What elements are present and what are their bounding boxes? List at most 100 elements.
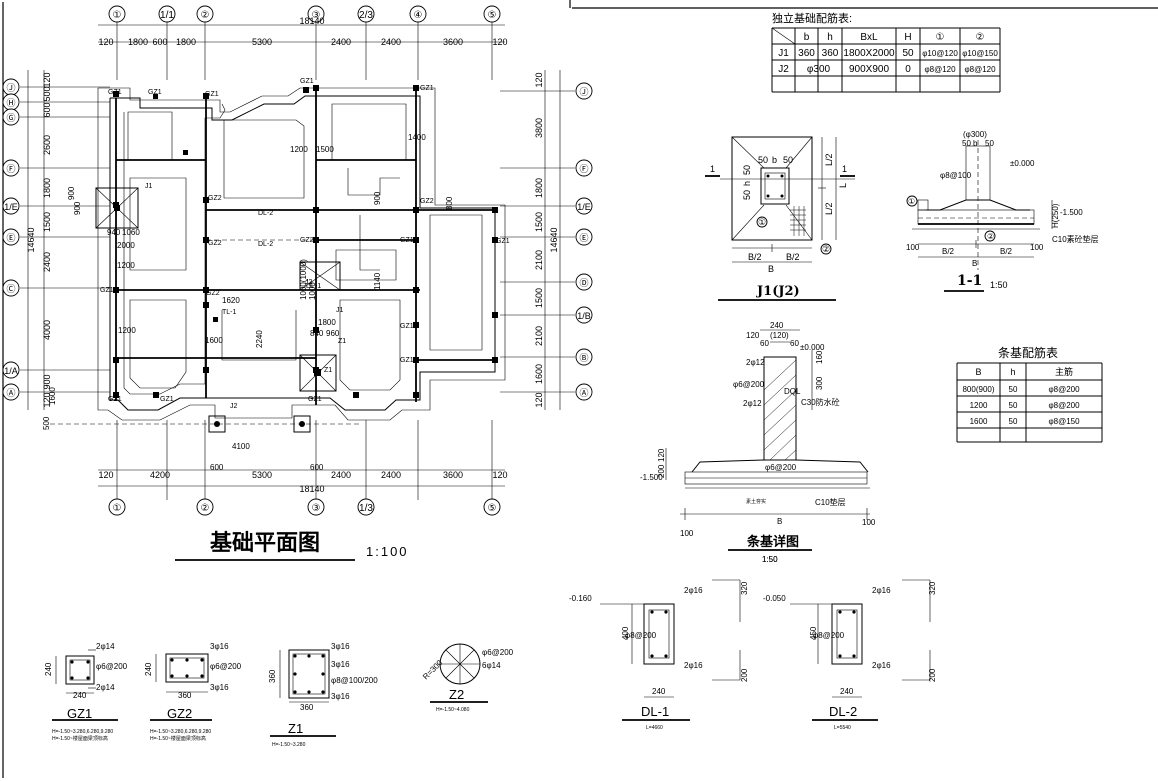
dim-left: 2600 [42,135,52,155]
dim-right: 2100 [534,250,544,270]
dim-bottom: 2400 [331,470,351,480]
sec11-scale: 1:50 [990,280,1008,290]
strip-label: 100 [862,518,876,527]
axis-bubble-left [2,108,20,126]
dim-top: 1800 [128,37,148,47]
dl-elevation: -0.160 [569,594,592,603]
sec11-label: 100 [1030,243,1044,252]
plan-label: GZ1 [205,91,219,98]
plan-label: J2 [305,279,313,286]
plan-label: GZ2 [300,237,314,244]
axis-label-right: Ⓓ [579,278,588,288]
strip-table-header: 主筋 [1055,366,1073,377]
dl-name: DL-1 [641,704,669,719]
plan-label: GZ1 [108,396,122,403]
axis-bubble-bottom [357,498,375,516]
dim-inner: 940 [107,228,121,237]
sec11-label: (φ300) [963,130,987,139]
dim-right-total: 14640 [549,227,559,252]
dim-inner: 2240 [255,330,264,348]
plan-label: GZ2 [208,240,222,247]
dl-width: 240 [840,687,854,696]
dim-inner: 840 [310,329,324,338]
dim-inner: 900 [67,186,76,200]
axis-label-right: 1/B [577,311,591,321]
axis-bubble-top [357,5,375,23]
column-sections: 2φ14φ6@2002φ14240240GZ1H=-1.50~3.280,6.2… [44,642,514,748]
dim-top: 120 [98,37,113,47]
strip-label: C30防水砼 [801,397,840,407]
axis-bubble-top [158,5,176,23]
axis-label-bottom: ⑤ [488,503,497,514]
j1-label: 50 [742,190,752,200]
sec11-label: B/2 [942,247,955,256]
dim-bottom-total: 18140 [299,484,324,494]
strip-table-cell: φ8@200 [1048,401,1080,410]
z1-width: 360 [300,703,314,712]
strip-label: DQL [784,387,801,396]
dim-inner: 900 [73,201,82,215]
dim-inner: 500 [42,416,51,430]
axis-bubble-left [2,383,20,401]
dim-left: 500 [42,86,52,101]
j1-label: L/2 [824,202,834,215]
strip-label: 160 [815,350,824,364]
dl-dim2: 200 [928,668,937,682]
plan-label: GZ1 [300,78,314,85]
dim-left: 4000 [42,320,52,340]
plan-walls [115,88,495,405]
strip-label: (120) [770,331,789,340]
dim-inner: 1200 [290,145,308,154]
strip-label: ±0.000 [800,343,825,352]
axis-bubble-top [108,5,126,23]
plan-label: GZ2 [208,195,222,202]
dim-bottom: 120 [98,470,113,480]
axis-label-left: 1/E [4,202,18,212]
z2-note1: H=-1.50~4.080 [436,707,470,713]
dl-dim1: 320 [928,581,937,595]
plan-label: DL-2 [258,241,273,248]
axis-label-right: Ⓔ [579,233,588,243]
j1-label: 1 [710,164,715,174]
dim-inner: 600 [310,463,324,472]
axis-bubble-left [2,279,20,297]
strip-table-cell: 50 [1009,385,1018,394]
strip-label: 2φ12 [746,358,765,367]
found-table-cell: 50 [902,48,914,59]
j1-label: 50 [758,155,768,165]
axis-label-left: 1/A [4,366,18,376]
dl-top-rebar: 2φ16 [872,586,891,595]
gz1-top-rebar: 2φ14 [96,642,115,651]
j1-label: B/2 [748,252,762,262]
dim-inner: 1000 [308,282,317,300]
gz2-name: GZ2 [167,706,192,721]
axis-bubble-right [575,383,593,401]
axis-bubble-left [2,197,20,215]
found-table-cell: φ10@150 [962,49,998,58]
dim-inner: 1000(1000) [299,259,308,300]
dim-top: 1800 [176,37,196,47]
strip-label: 60 [790,339,799,348]
plan-label: GZ1 [148,89,162,96]
dim-right: 1800 [534,178,544,198]
j1-label: 50 [742,165,752,175]
j1-label: 1 [842,164,847,174]
found-table-header: ① [936,32,945,43]
plan-independent-footings [50,187,360,433]
found-table-cell: 360 [822,48,839,59]
dl-bot-rebar: 2φ16 [872,661,891,670]
strip-label: φ6@200 [765,463,797,472]
dim-left: 1800 [42,178,52,198]
strip-label: -1.500 [640,473,663,482]
plan-label: GZ1 [420,85,434,92]
sec11-label: ±0.000 [1010,159,1035,168]
axis-label-left: Ⓖ [6,113,15,123]
dl-dim1: 320 [740,581,749,595]
strip-label: 2φ12 [743,399,762,408]
dim-bottom: 5300 [252,470,272,480]
strip-label: 60 [760,339,769,348]
gz1-note1: H=-1.50~3.280,6.280,9.280 [52,729,113,735]
axis-bubble-bottom [108,498,126,516]
